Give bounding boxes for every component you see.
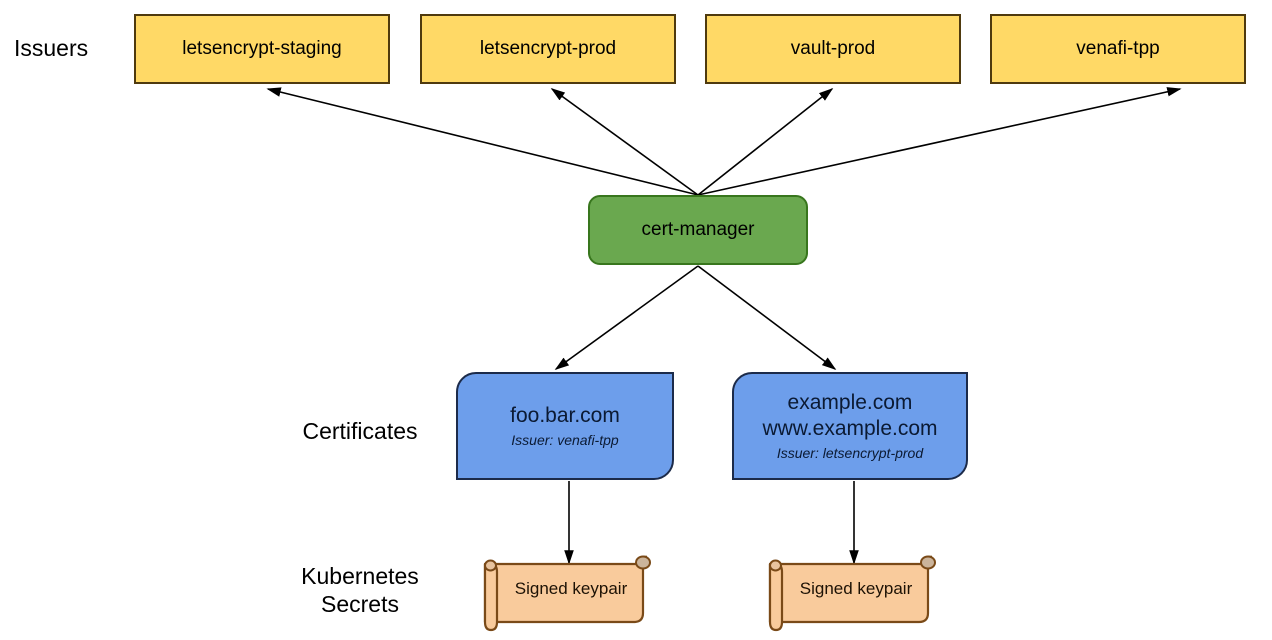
row-label-issuers: Issuers	[14, 35, 89, 61]
row-label-certificates: Certificates	[302, 418, 418, 444]
issuer-node-letsencrypt-prod[interactable]: letsencrypt-prod	[420, 14, 676, 84]
edge-certmanager-to-letsencrypt-prod	[550, 88, 699, 196]
scroll-icon	[483, 555, 651, 632]
issuer-label: letsencrypt-prod	[479, 38, 617, 59]
issuer-node-letsencrypt-staging[interactable]: letsencrypt-staging	[134, 14, 390, 84]
cert-manager-node[interactable]: cert-manager	[588, 195, 808, 265]
edge-certmanager-to-vault-prod	[697, 88, 834, 196]
issuer-label: letsencrypt-staging	[182, 38, 342, 59]
edge-certmanager-to-venafi-tpp	[697, 87, 1182, 196]
edge-certmanager-to-letsencrypt-staging	[266, 87, 699, 196]
cert-manager-label: cert-manager	[641, 219, 755, 240]
certificate-domains: foo.bar.com	[510, 404, 620, 427]
issuer-node-venafi-tpp[interactable]: venafi-tpp	[990, 14, 1246, 84]
secret-node-example-com[interactable]: Signed keypair	[762, 551, 948, 635]
edge-certmanager-to-example-com	[697, 265, 837, 370]
row-label-kubernetes-secrets: Kubernetes Secrets	[301, 563, 419, 617]
edge-certmanager-to-foo-bar-com	[554, 265, 699, 370]
certificate-node-example-com[interactable]: example.com www.example.com Issuer: lets…	[732, 372, 968, 480]
secret-node-foo-bar-com[interactable]: Signed keypair	[477, 551, 663, 635]
issuer-label: vault-prod	[790, 38, 876, 59]
certificate-issuer-line: Issuer: letsencrypt-prod	[776, 445, 924, 461]
secret-label: Signed keypair	[799, 579, 913, 598]
issuer-label: venafi-tpp	[1076, 38, 1160, 59]
certificate-issuer-line: Issuer: venafi-tpp	[511, 432, 619, 448]
certificate-node-foo-bar-com[interactable]: foo.bar.com Issuer: venafi-tpp	[456, 372, 674, 480]
scroll-icon	[768, 555, 936, 632]
issuer-node-vault-prod[interactable]: vault-prod	[705, 14, 961, 84]
certificate-domains: example.com www.example.com	[762, 391, 938, 440]
secret-label: Signed keypair	[514, 579, 628, 598]
